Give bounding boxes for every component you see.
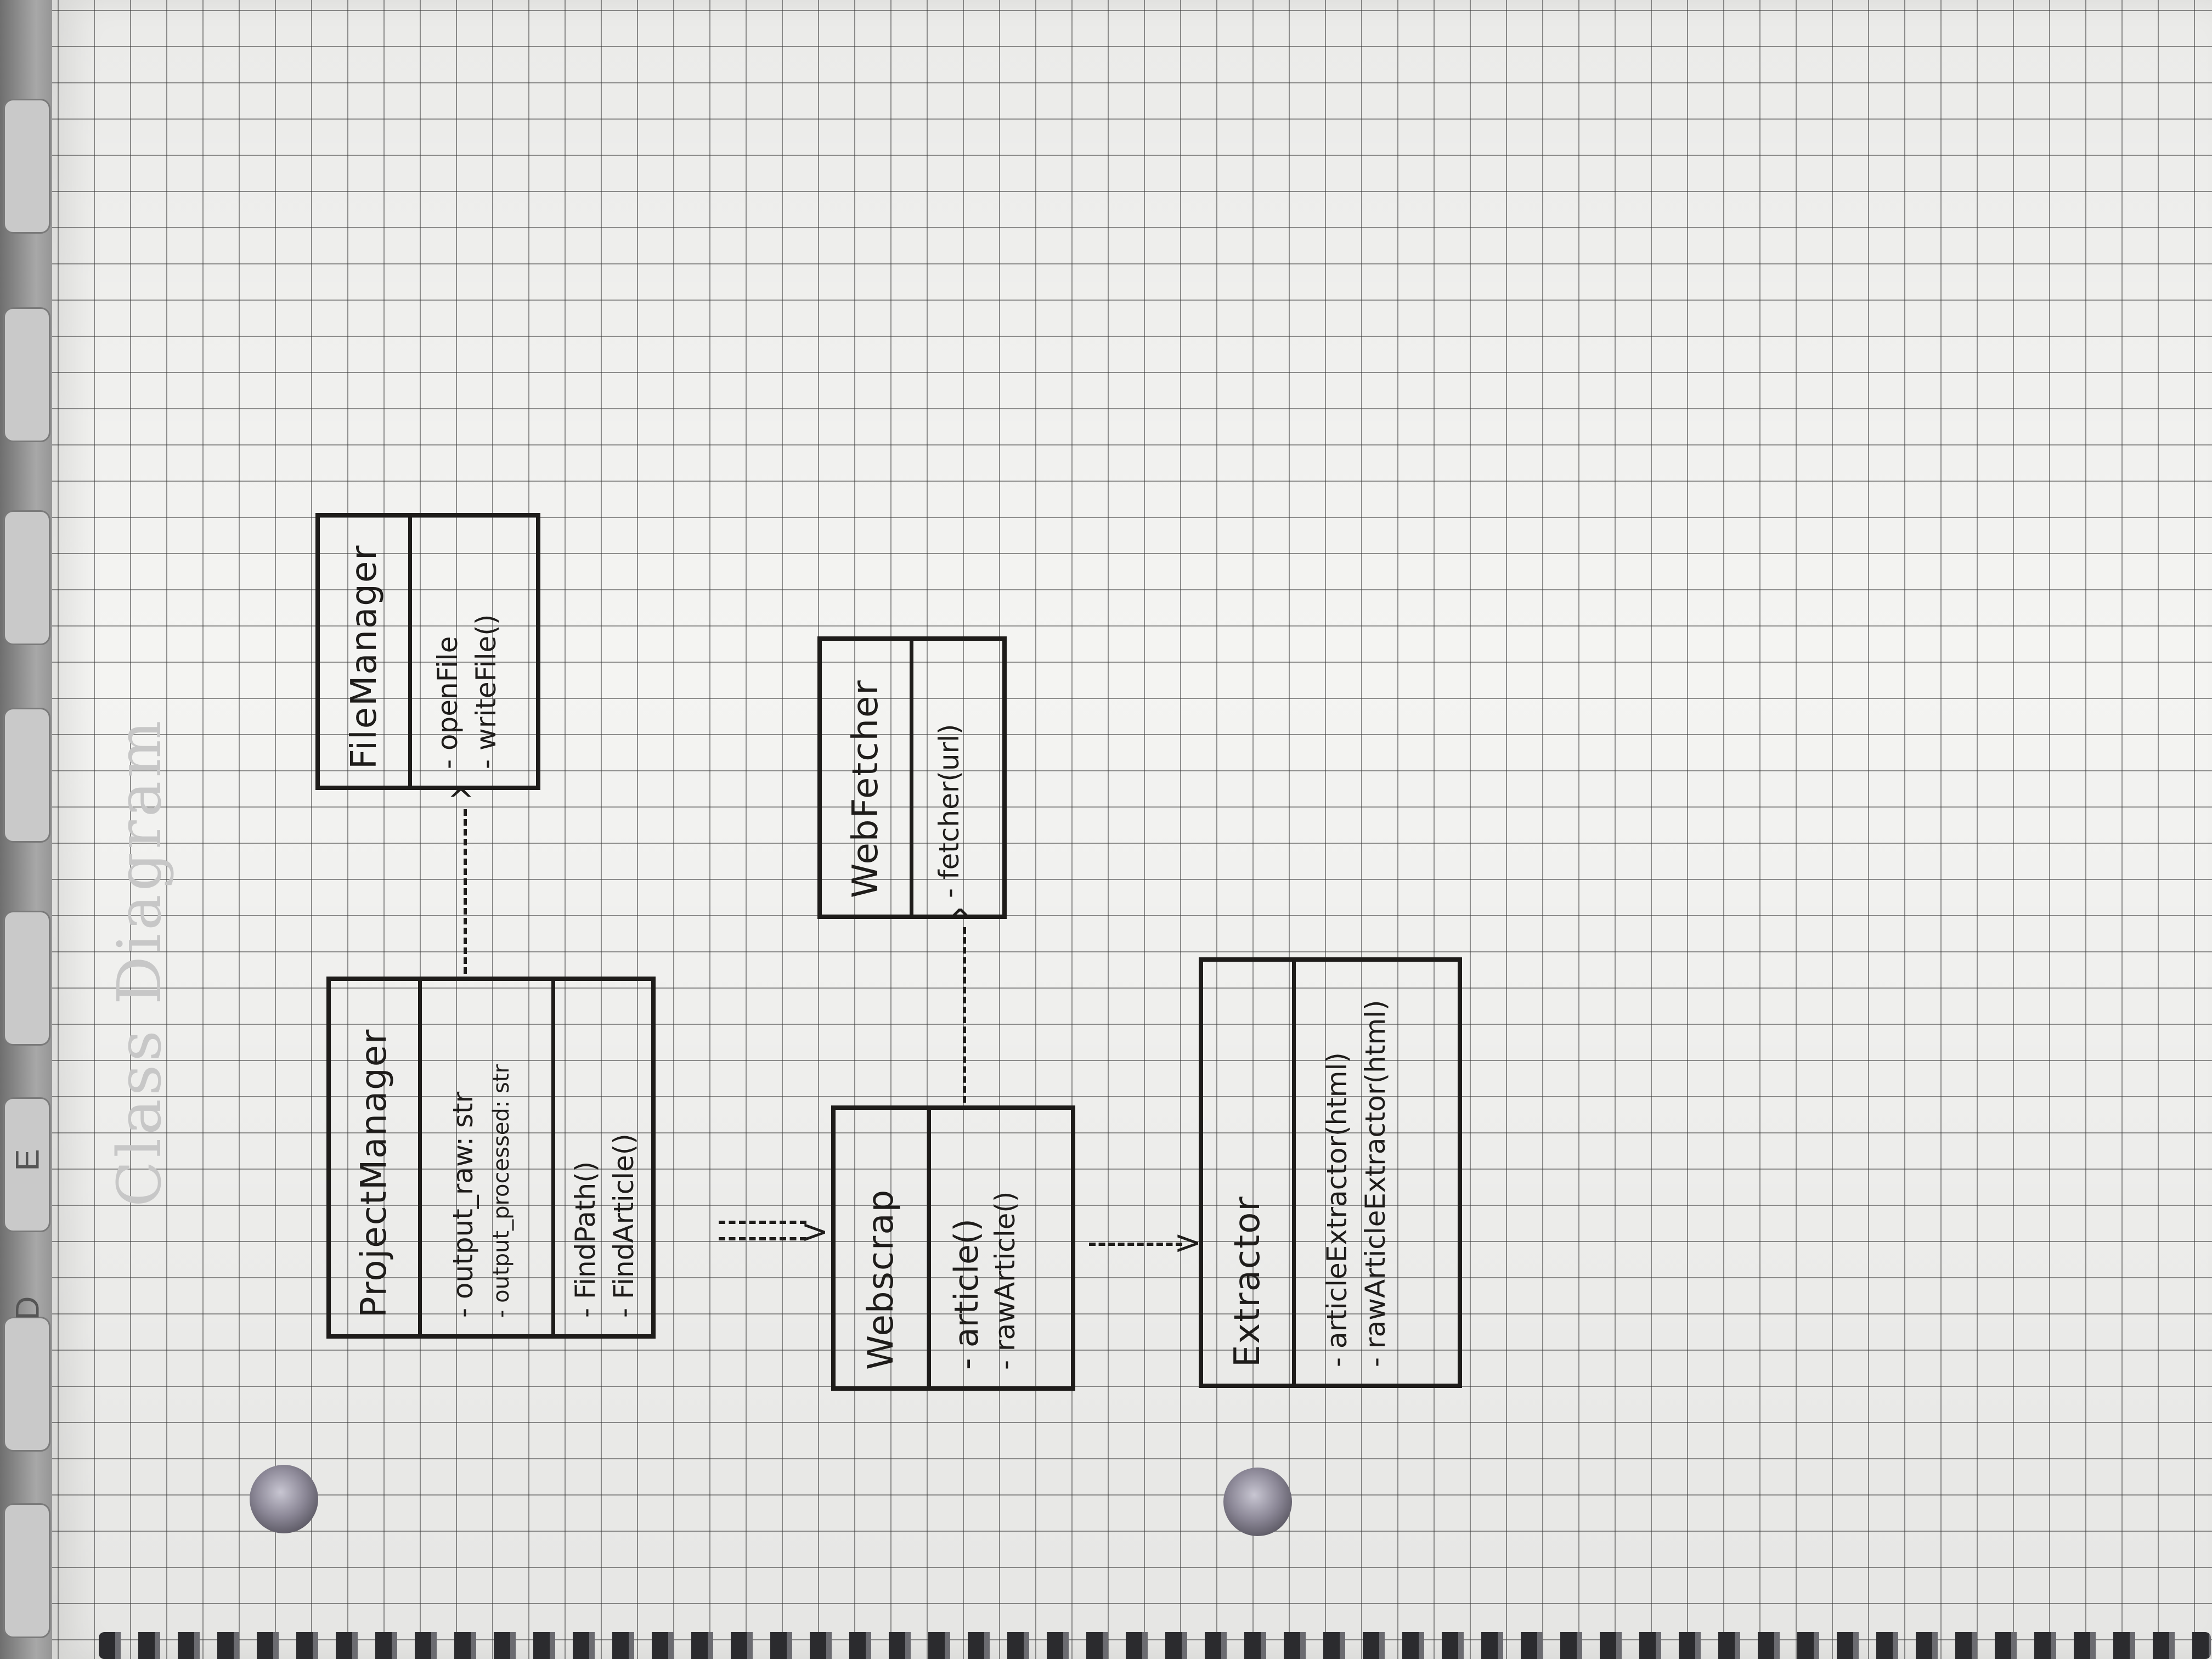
class-name-compartment: Webscrap xyxy=(836,1110,931,1386)
methods-compartment: - article() - rawArticle() xyxy=(931,1110,1071,1386)
method-list: - articleExtractor(html) - rawArticleExt… xyxy=(1318,1000,1395,1367)
class-name-compartment: ProjectManager xyxy=(331,981,422,1334)
keyboard-key xyxy=(3,708,50,843)
class-name-webscrap: Webscrap xyxy=(861,1188,902,1370)
keyboard-key xyxy=(3,1503,50,1638)
method-openfile: - openFile xyxy=(432,636,464,769)
attributes-compartment: - output_raw: str - output_processed: st… xyxy=(422,981,555,1334)
class-box-webfetcher: WebFetcher - fetcher(url) xyxy=(817,636,1007,919)
keyboard-key xyxy=(3,1317,50,1452)
keyboard-key xyxy=(3,99,50,234)
diagram-title: Class Diagram xyxy=(104,717,174,1207)
class-name-compartment: Extractor xyxy=(1203,962,1296,1384)
method-rawarticle: - rawArticle() xyxy=(989,1191,1021,1370)
arrowhead-right: > xyxy=(1174,1223,1202,1262)
keyboard-key xyxy=(3,510,50,645)
arrowhead-right: > xyxy=(801,1212,829,1251)
methods-compartment: - articleExtractor(html) - rawArticleExt… xyxy=(1296,962,1458,1384)
keyboard-edge: E D xyxy=(0,0,60,1659)
relation-projectmanager-webscrap-2 xyxy=(719,1237,806,1240)
paper-shading xyxy=(52,0,2212,1659)
keyboard-key xyxy=(3,1097,50,1232)
method-list: - fetcher(url) xyxy=(930,724,968,898)
punch-hole xyxy=(1223,1468,1292,1536)
class-box-filemanager: FileManager - openFile - writeFile() xyxy=(315,513,540,790)
arrowhead-up: ^ xyxy=(946,902,974,941)
attribute-list: - output_raw: str - output_processed: st… xyxy=(444,1064,521,1318)
method-rawarticleextractor: - rawArticleExtractor(html) xyxy=(1359,1000,1392,1367)
keyboard-key xyxy=(3,911,50,1046)
keyboard-key xyxy=(3,307,50,442)
method-writefile: - writeFile() xyxy=(470,614,503,769)
class-box-projectmanager: ProjectManager - output_raw: str - outpu… xyxy=(326,977,656,1339)
relation-webscrap-extractor xyxy=(1089,1243,1182,1246)
punch-hole xyxy=(250,1465,318,1533)
attribute-output-raw: - output_raw: str xyxy=(447,1091,479,1318)
method-list: - article() - rawArticle() xyxy=(947,1192,1024,1370)
method-findpath: - FindPath() xyxy=(569,1161,601,1318)
class-box-webscrap: Webscrap - article() - rawArticle() xyxy=(831,1105,1075,1391)
class-name-filemanager: FileManager xyxy=(343,544,385,769)
arrowhead-up: ^ xyxy=(447,782,475,820)
method-articleextractor: - articleExtractor(html) xyxy=(1321,1052,1353,1367)
methods-compartment: - fetcher(url) xyxy=(913,641,1002,915)
method-findarticle: - FindArticle() xyxy=(607,1133,640,1318)
relation-projectmanager-webscrap xyxy=(719,1221,806,1224)
class-name-projectmanager: ProjectManager xyxy=(354,1028,395,1318)
methods-compartment: - openFile - writeFile() xyxy=(412,517,536,786)
class-name-compartment: WebFetcher xyxy=(822,641,914,915)
method-fetcher: - fetcher(url) xyxy=(933,724,966,898)
methods-compartment: - FindPath() - FindArticle() xyxy=(555,981,651,1334)
class-box-extractor: Extractor - articleExtractor(html) - raw… xyxy=(1199,957,1462,1388)
method-list: - openFile - writeFile() xyxy=(428,614,505,769)
spiral-binding xyxy=(99,1632,2211,1659)
method-list: - FindPath() - FindArticle() xyxy=(566,1133,643,1318)
method-article: - article() xyxy=(947,1218,986,1370)
class-name-extractor: Extractor xyxy=(1227,1195,1268,1367)
class-name-compartment: FileManager xyxy=(320,517,413,786)
graph-paper xyxy=(52,0,2212,1659)
class-name-webfetcher: WebFetcher xyxy=(845,679,887,898)
relation-webscrap-webfetcher xyxy=(963,927,966,1103)
attribute-output-processed: - output_processed: str xyxy=(488,1064,514,1318)
relation-projectmanager-filemanager xyxy=(464,809,467,974)
